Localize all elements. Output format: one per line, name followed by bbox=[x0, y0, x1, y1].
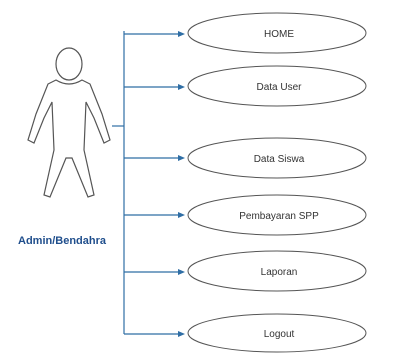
arrow-head-icon bbox=[178, 31, 185, 37]
use-case-laporan: Laporan bbox=[187, 250, 367, 292]
use-case-logout: Logout bbox=[187, 313, 367, 353]
arrow-head-icon bbox=[178, 212, 185, 218]
actor-head bbox=[55, 47, 83, 81]
use-case-label: Pembayaran SPP bbox=[239, 211, 319, 222]
use-case-label: Logout bbox=[264, 329, 295, 340]
use-case-home: HOME bbox=[187, 12, 367, 54]
use-case-data-siswa: Data Siswa bbox=[187, 137, 367, 179]
use-case-data-user: Data User bbox=[187, 65, 367, 107]
use-case-label: Data Siswa bbox=[254, 154, 305, 165]
use-case-label: Data User bbox=[256, 82, 302, 93]
use-case-pembayaran-spp: Pembayaran SPP bbox=[187, 194, 367, 236]
arrow-head-icon bbox=[178, 269, 185, 275]
arrow-head-icon bbox=[178, 155, 185, 161]
actor-label: Admin/Bendahra bbox=[18, 235, 107, 247]
arrow-head-icon bbox=[178, 331, 185, 337]
use-case-label: HOME bbox=[264, 29, 294, 40]
actor-body bbox=[27, 79, 111, 198]
actor-figure bbox=[27, 47, 111, 198]
use-case-label: Laporan bbox=[261, 267, 298, 278]
arrow-head-icon bbox=[178, 84, 185, 90]
connectors bbox=[112, 31, 185, 337]
